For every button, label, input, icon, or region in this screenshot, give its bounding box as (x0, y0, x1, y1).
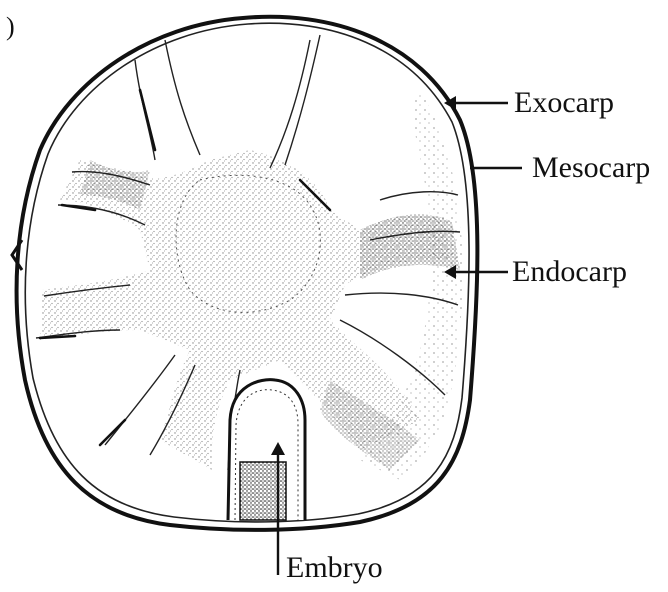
exocarp-arrow (444, 96, 508, 110)
mesocarp-label: Mesocarp (532, 153, 650, 183)
embryo-cavity (228, 380, 305, 520)
corner-mark: ) (6, 12, 15, 42)
exocarp-label: Exocarp (514, 88, 614, 118)
endocarp-label: Endocarp (512, 257, 627, 287)
embryo-label: Embryo (286, 553, 383, 583)
